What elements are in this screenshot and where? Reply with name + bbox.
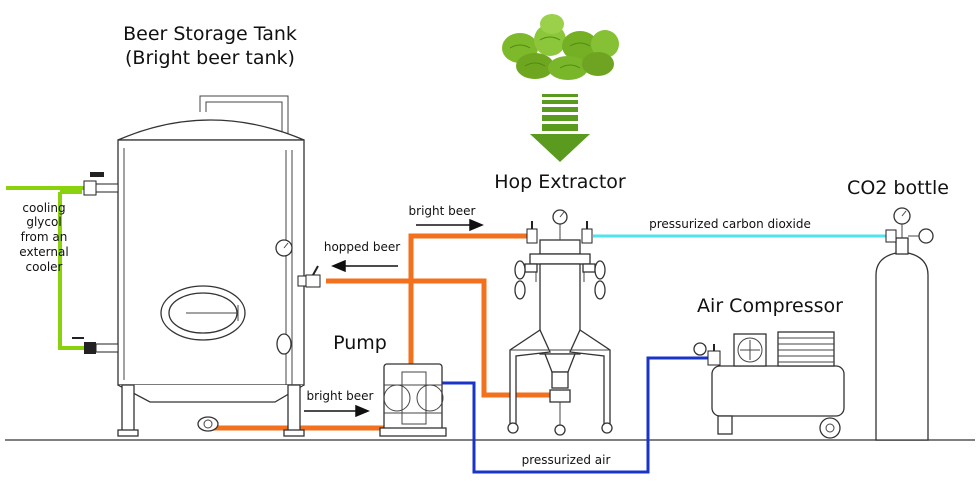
tank-title-line2: (Bright beer tank) [125,47,295,69]
pressurized-co2-label: pressurized carbon dioxide [649,217,811,231]
beer-storage-tank [72,95,321,437]
hops-icon [502,14,619,80]
compressor-pressure-gauge-icon [693,342,707,356]
hop-extractor-label: Hop Extractor [494,171,626,193]
pump-label: Pump [333,332,387,354]
flow-arrow-icon [304,218,484,418]
glycol-inlet-valve-icon [83,172,119,196]
glycol-pipe [6,186,90,350]
bright-beer-top-label: bright beer [409,204,476,218]
air-compressor-label: Air Compressor [697,295,843,317]
svg-text:glycol: glycol [26,215,61,229]
co2-bottle-label: CO2 bottle [847,177,949,199]
svg-text:cooler: cooler [26,260,63,274]
glycol-note: cooling glycol from an external cooler [19,201,68,274]
bright-beer-pipe-top [408,233,527,375]
tank-sight-gauge-icon [276,333,292,355]
down-arrow-icon [530,94,590,162]
bright-beer-pipe-bottom [204,420,417,431]
air-pipe [414,356,710,474]
bright-beer-bottom-label: bright beer [307,389,374,403]
pump [379,363,447,437]
svg-text:external: external [19,245,68,259]
pressurized-air-label: pressurized air [522,453,611,467]
glycol-outlet-valve-icon [72,337,119,354]
svg-text:cooling: cooling [22,201,65,215]
hop-extractor [507,209,613,436]
hopped-beer-pipe [326,278,555,398]
tank-inlet-valve-icon [297,265,321,288]
co2-bottle [875,207,934,441]
svg-text:from an: from an [21,230,68,244]
hopped-beer-label: hopped beer [324,240,400,254]
tank-title-line1: Beer Storage Tank [123,23,297,45]
air-compressor [693,331,845,439]
